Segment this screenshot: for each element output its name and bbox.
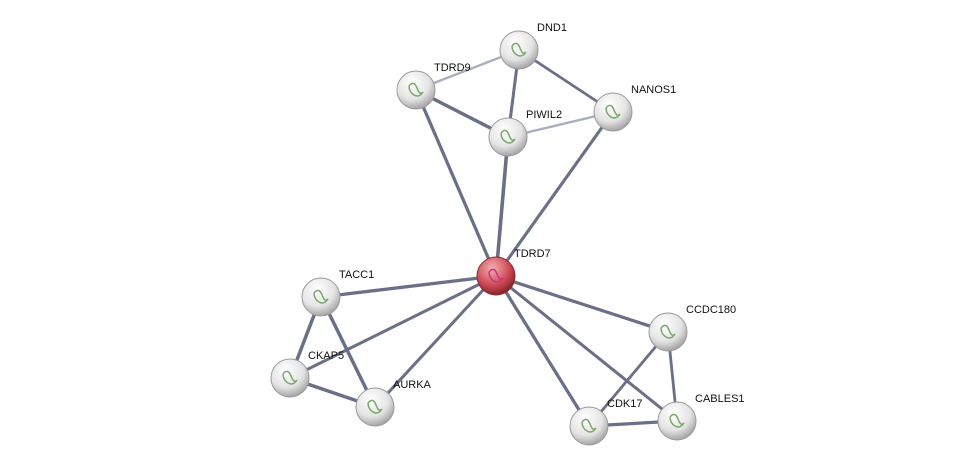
node-label: TACC1 <box>339 269 374 281</box>
node-label: TDRD7 <box>514 248 551 260</box>
edge-aurka-tdrd7[interactable] <box>373 274 498 409</box>
node-sphere[interactable] <box>270 358 310 398</box>
node-tacc1[interactable]: TACC1 <box>301 269 374 317</box>
node-label: TDRD9 <box>434 62 471 74</box>
node-aurka[interactable]: AURKA <box>355 379 432 427</box>
node-sphere[interactable] <box>648 312 688 352</box>
edge-tdrd7-cdk17[interactable] <box>494 275 591 427</box>
protein-structure-icon <box>581 418 597 433</box>
edge-ccdc180-cdk17[interactable] <box>587 331 670 427</box>
node-label: PIWIL2 <box>526 109 562 121</box>
edge-tdrd7-cables1[interactable] <box>495 274 678 423</box>
node-tdrd9[interactable]: TDRD9 <box>396 62 471 110</box>
protein-structure-icon <box>408 82 424 97</box>
node-dnd1[interactable]: DND1 <box>499 22 567 70</box>
node-label: CCDC180 <box>686 304 736 316</box>
node-label: CKAP5 <box>308 350 344 362</box>
protein-structure-icon <box>367 399 383 414</box>
protein-structure-icon <box>282 370 298 385</box>
edge-tdrd9-tdrd7[interactable] <box>414 89 498 277</box>
node-piwil2[interactable]: PIWIL2 <box>488 109 562 157</box>
node-sphere[interactable] <box>657 401 697 441</box>
node-cables1[interactable]: CABLES1 <box>657 393 745 441</box>
node-tdrd7[interactable]: TDRD7 <box>476 248 551 296</box>
protein-structure-icon <box>660 324 676 339</box>
protein-structure-icon <box>511 42 527 57</box>
node-sphere[interactable] <box>593 92 633 132</box>
protein-structure-icon <box>488 268 504 283</box>
node-label: AURKA <box>393 379 432 391</box>
node-sphere[interactable] <box>301 277 341 317</box>
edge-piwil2-tdrd7[interactable] <box>494 136 510 277</box>
node-sphere[interactable] <box>476 256 516 296</box>
edge-ckap5-tdrd7[interactable] <box>289 274 497 380</box>
node-label: DND1 <box>537 22 567 34</box>
protein-structure-icon <box>313 289 329 304</box>
node-sphere[interactable] <box>355 387 395 427</box>
edge-tdrd7-ccdc180[interactable] <box>495 274 669 334</box>
node-sphere[interactable] <box>488 117 528 157</box>
edge-tacc1-aurka[interactable] <box>319 296 377 408</box>
node-ckap5[interactable]: CKAP5 <box>270 350 344 398</box>
node-label: NANOS1 <box>631 84 676 96</box>
node-cdk17[interactable]: CDK17 <box>569 398 642 446</box>
edge-nanos1-tdrd7[interactable] <box>494 111 615 277</box>
node-label: CABLES1 <box>695 393 745 405</box>
protein-structure-icon <box>500 129 516 144</box>
node-label: CDK17 <box>607 398 642 410</box>
protein-structure-icon <box>669 413 685 428</box>
protein-structure-icon <box>605 104 621 119</box>
node-sphere[interactable] <box>396 70 436 110</box>
node-ccdc180[interactable]: CCDC180 <box>648 304 736 352</box>
node-nanos1[interactable]: NANOS1 <box>593 84 676 132</box>
node-sphere[interactable] <box>499 30 539 70</box>
edge-tacc1-tdrd7[interactable] <box>320 274 497 299</box>
node-sphere[interactable] <box>569 406 609 446</box>
